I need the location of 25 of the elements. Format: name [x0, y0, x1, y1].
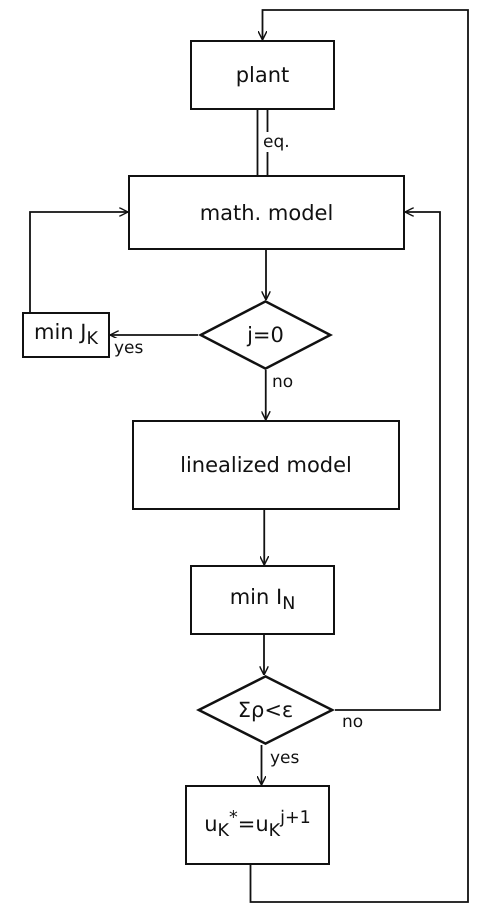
- process-box: [185, 785, 330, 865]
- arrow: [260, 370, 271, 421]
- node-label: plant: [236, 63, 290, 87]
- arrow: [29, 206, 129, 312]
- process-box: [190, 565, 335, 635]
- arrow: [259, 510, 270, 566]
- arrow: [109, 330, 198, 340]
- node-label: min I$_{N}$: [230, 585, 296, 615]
- node-label: min J$_{K}$: [34, 320, 98, 350]
- edge-label: yes: [112, 338, 146, 358]
- node-label: math. model: [200, 200, 334, 224]
- decision-diamond: [198, 300, 333, 370]
- arrow: [258, 635, 270, 676]
- node-label: linealized model: [180, 453, 352, 477]
- process-box: [128, 175, 405, 250]
- arrow: [260, 250, 272, 301]
- arrow: [335, 206, 441, 711]
- node-label: Σρ<ε: [238, 698, 294, 722]
- process-box: [132, 420, 400, 510]
- process-box: [190, 40, 335, 110]
- node-label: j=0: [247, 323, 284, 347]
- decision-diamond: [196, 675, 335, 745]
- arrow: [250, 9, 469, 903]
- process-box: [22, 312, 110, 358]
- arrow: [256, 745, 267, 786]
